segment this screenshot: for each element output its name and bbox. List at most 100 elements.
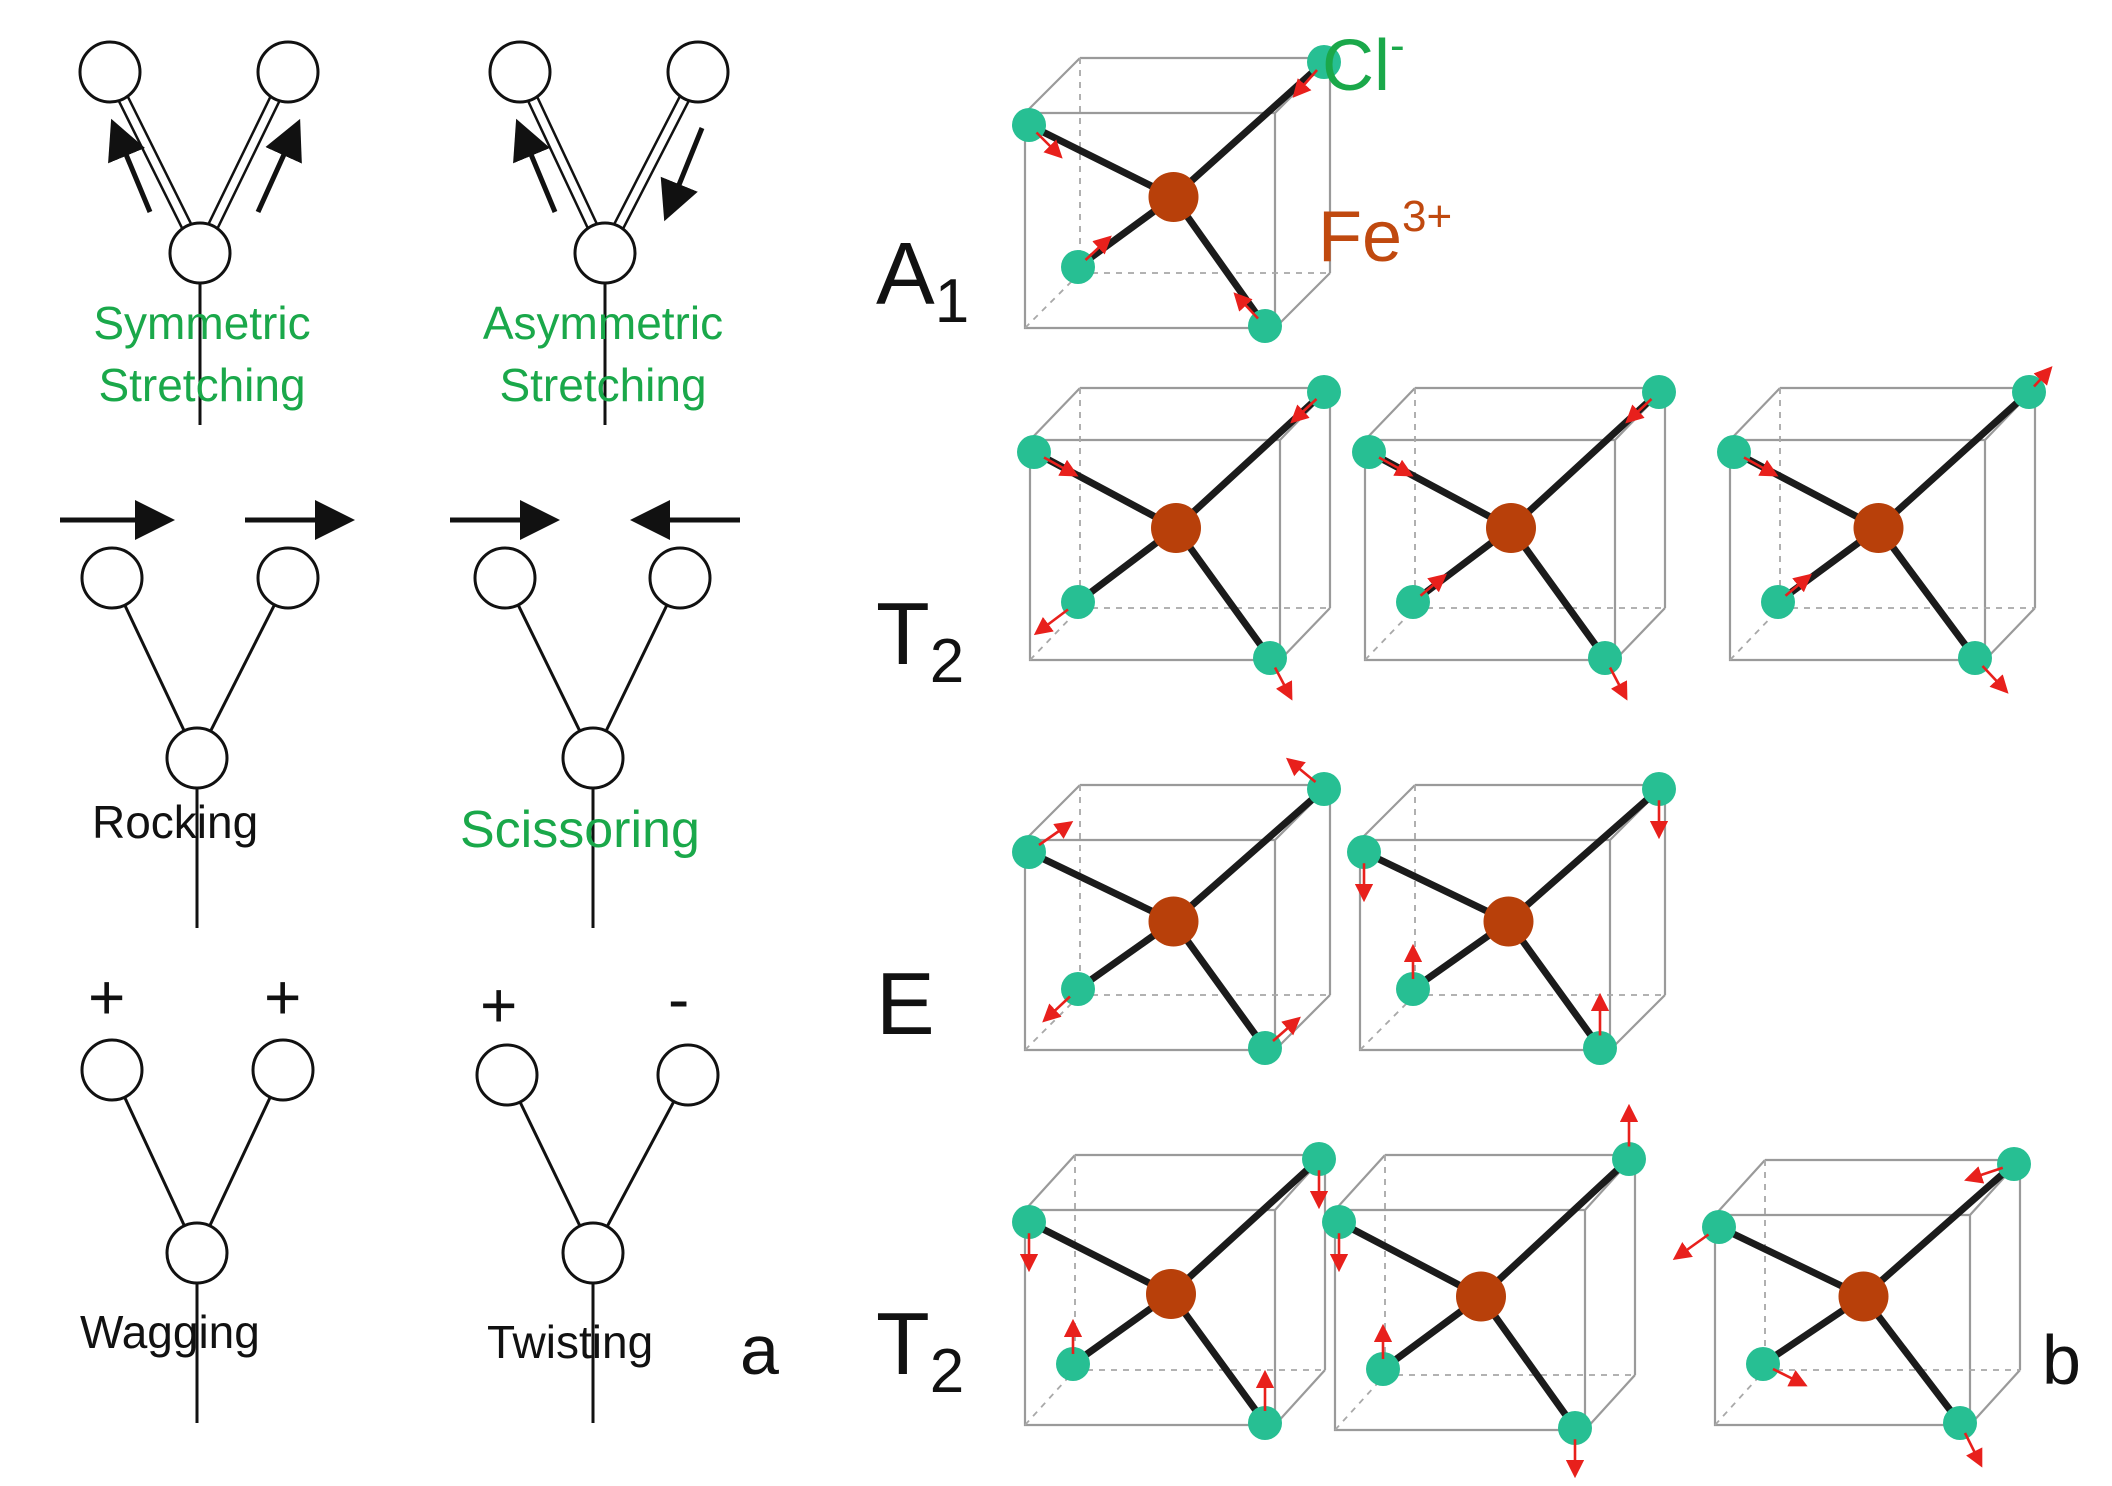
- symmetric-stretching-right-atom: [256, 40, 320, 104]
- t2b-cube-3-cl-ion-4: [1943, 1406, 1977, 1440]
- twisting-left-atom: [475, 1043, 539, 1107]
- scissoring-right-bond: [604, 604, 669, 732]
- e-cube-1-displacement-arrow-1: [1285, 757, 1317, 784]
- panel-b-graphics: [1012, 45, 2053, 1479]
- asymmetric-right-arrow: [660, 127, 705, 222]
- e-cube-2-depth-edge-tl: [1359, 784, 1416, 841]
- wagging-right-sign: +: [264, 961, 302, 1033]
- t2b-cube-2: [1322, 1103, 1646, 1479]
- twisting-left-bond: [518, 1101, 582, 1227]
- e-cube-1-displacement-arrow-3: [1042, 995, 1071, 1023]
- wagging-central-atom: [165, 1221, 229, 1285]
- iron-label: Fe3+: [1318, 192, 1453, 277]
- t2b-cube-1-fe-ion: [1146, 1269, 1196, 1319]
- rocking-molecule: [60, 500, 355, 928]
- t2-cube-3: [1717, 366, 2053, 694]
- t2-cube-1-displacement-arrow-4: [1273, 666, 1293, 701]
- t2b-cube-2-cl-ion-1: [1612, 1142, 1646, 1176]
- t2-cube-2-depth-edge-br: [1614, 607, 1666, 661]
- rocking-label: Rocking: [92, 796, 259, 848]
- t2-cube-3-displacement-arrow-3: [1784, 573, 1812, 597]
- t2b-cube-3-displacement-arrow-4: [1963, 1432, 1983, 1468]
- irrep-a1-label: A1: [876, 224, 970, 336]
- t2-cube-3-cl-ion-2: [1717, 435, 1751, 469]
- scissoring-molecule: [450, 500, 740, 928]
- twisting-right-atom: [656, 1043, 720, 1107]
- t2-cube-2-displacement-arrow-3: [1419, 573, 1447, 597]
- t2-cube-2-bond-4: [1508, 525, 1608, 661]
- t2b-cube-3-depth-edge-br: [1969, 1369, 2021, 1426]
- scissoring-right-atom: [648, 546, 712, 610]
- t2b-cube-1-cl-ion-2: [1012, 1205, 1046, 1239]
- wagging-molecule: [80, 1038, 315, 1423]
- a1-cube-displacement-arrow-4: [1233, 292, 1259, 320]
- t2-cube-2-depth-edge-tl: [1364, 387, 1416, 441]
- e-cube-1-depth-edge-tl: [1024, 784, 1081, 841]
- t2b-cube-3-bond-2: [1717, 1223, 1866, 1300]
- t2-cube-1-fe-ion: [1151, 503, 1201, 553]
- e-cube-1: [1012, 757, 1341, 1065]
- scissoring-left-atom: [473, 546, 537, 610]
- wagging-label: Wagging: [80, 1306, 260, 1358]
- t2-cube-1-displacement-arrow-3: [1033, 608, 1069, 636]
- t2-cube-1-cl-ion-3: [1061, 585, 1095, 619]
- symmetric-stretching-left-atom: [78, 40, 142, 104]
- asymmetric-stretching-central-atom: [573, 221, 637, 285]
- t2b-cube-2-cl-ion-2: [1322, 1205, 1356, 1239]
- e-cube-1-bond-2: [1027, 848, 1176, 925]
- asymmetric-stretching-left-atom: [488, 40, 552, 104]
- t2-cube-3-displacement-arrow-4: [1981, 665, 2009, 694]
- a1-cube-displacement-arrow-3: [1084, 235, 1112, 261]
- t2b-cube-1-depth-edge-br: [1274, 1369, 1326, 1426]
- t2b-cube-3-cl-ion-2: [1702, 1210, 1736, 1244]
- e-cube-2-bond-2: [1362, 848, 1511, 925]
- a1-cube: [1012, 45, 1341, 343]
- twisting-molecule: [475, 1043, 720, 1423]
- t2b-cube-1-cl-ion-3: [1056, 1347, 1090, 1381]
- scissoring-left-bond: [516, 604, 582, 732]
- irrep-t2-label: T2: [876, 584, 965, 696]
- e-cube-2-bond-4: [1505, 919, 1603, 1051]
- t2-cube-2-displacement-arrow-1: [1625, 398, 1653, 424]
- e-cube-2-cl-ion-1: [1642, 772, 1676, 806]
- asymmetric-stretching-right-atom: [666, 40, 730, 104]
- asymmetric-stretching-molecule: [488, 40, 730, 425]
- twisting-central-atom: [561, 1221, 625, 1285]
- t2-cube-1-depth-edge-br: [1279, 607, 1331, 661]
- t2b-cube-2-depth-edge-br: [1584, 1374, 1636, 1431]
- wagging-right-atom: [251, 1038, 315, 1102]
- t2-cube-2-fe-ion: [1486, 503, 1536, 553]
- t2b-cube-2-bond-2: [1337, 1218, 1483, 1300]
- wagging-right-bond: [208, 1096, 272, 1227]
- e-cube-2-bond-1: [1506, 786, 1662, 925]
- asymmetric-stretching-right-bond-a: [622, 100, 690, 230]
- t2-cube-3-depth-edge-br: [1984, 607, 2036, 661]
- t2-cube-2-displacement-arrow-2: [1378, 456, 1414, 477]
- twisting-left-sign: +: [480, 969, 518, 1041]
- symmetric-left-arrow: [108, 118, 153, 213]
- t2-cube-3-displacement-arrow-2: [1743, 456, 1779, 477]
- t2b-cube-1-depth-edge-tl: [1024, 1154, 1076, 1211]
- t2b-cube-1: [1012, 1142, 1336, 1440]
- t2b-cube-1-bond-2: [1027, 1218, 1173, 1298]
- asymmetric-stretching-label: Asymmetric Stretching: [482, 297, 724, 411]
- rocking-right-atom: [256, 546, 320, 610]
- asymmetric-stretching-right-bond-b: [613, 95, 681, 225]
- t2b-cube-3-bond-1: [1861, 1161, 2017, 1300]
- t2-cube-1-displacement-arrow-1: [1290, 398, 1318, 424]
- symmetric-right-arrow: [255, 118, 302, 214]
- t2b-cube-1-bond-1: [1168, 1156, 1322, 1297]
- t2-cube-1-cl-ion-4: [1253, 641, 1287, 675]
- t2-cube-3-fe-ion: [1853, 503, 1904, 553]
- t2b-cube-1-cl-ion-1: [1302, 1142, 1336, 1176]
- t2b-cube-3: [1672, 1147, 2031, 1468]
- t2-cube-3-bond-4: [1875, 525, 1978, 661]
- e-cube-2-cl-ion-4: [1583, 1031, 1617, 1065]
- symmetric-stretching-right-bond-b: [207, 96, 272, 225]
- a1-cube-bond-1: [1171, 59, 1327, 200]
- a1-cube-bond-2: [1027, 121, 1176, 201]
- e-cube-1-cl-ion-1: [1307, 772, 1341, 806]
- e-cube-1-displacement-arrow-2: [1038, 821, 1074, 847]
- t2b-cube-3-cl-ion-3: [1746, 1347, 1780, 1381]
- t2b-cube-2-depth-edge-tl: [1334, 1154, 1386, 1211]
